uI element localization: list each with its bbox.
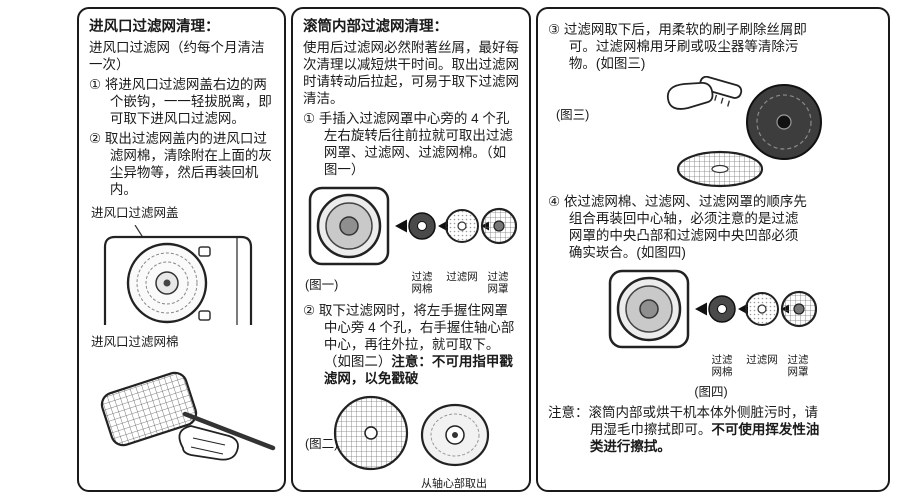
inlet-intro-text: 进风口过滤网（约每个月清洁一次） (89, 40, 265, 72)
drum-exploded-illustration-1 (308, 186, 517, 266)
hand-holding-filter-illustration (100, 371, 276, 461)
brush-handle (182, 411, 276, 451)
note-text: 滚筒内部或烘干机本体外侧脏污时，请用湿毛巾擦拭即可。 (588, 405, 819, 437)
drum-step-3: ③ 过滤网取下后，用柔软的刷子刷除丝屑即可。过滤网棉用牙刷或吸尘器等清除污物。(… (548, 22, 807, 71)
fig4-part-labels: 过滤网棉 过滤网 过滤网罩 (605, 354, 817, 381)
drum-step-2-warning: 注意：不可用指甲戳滤网，以免戳破 (323, 354, 513, 386)
drum-step-4: ④ 依过滤网棉、过滤网、过滤网罩的顺序先组合再装回中心轴，必须注意的是过滤网罩的… (548, 194, 807, 260)
hand (178, 425, 239, 461)
fig2-caption: (图二) (305, 436, 339, 451)
axis-pull-label: 从轴心部取出 (421, 478, 487, 490)
panel-drum-filter-cleaning: 滚筒内部过滤网清理： 使用后过滤网必然附著丝屑，最好每次清理以减短烘干时间。取出… (291, 7, 531, 492)
two-discs-figure: (图二) 从轴心部取出 (303, 391, 519, 490)
section-title-drum: 滚筒内部过滤网清理： (303, 19, 448, 35)
part-label-cotton: 过滤网棉 (411, 271, 433, 295)
inlet-cover-figure (89, 225, 274, 327)
snap-hook-2 (198, 310, 211, 321)
panel-steps-3-4: ③ 过滤网取下后，用柔软的刷子刷除丝屑即可。过滤网棉用牙刷或吸尘器等清除污物。(… (536, 7, 890, 492)
drum-intro-text: 使用后过滤网必然附著丝屑，最好每次清理以减短烘干时间。取出过滤网时请转动后拉起，… (303, 40, 519, 106)
drum-exploded-illustration-2 (608, 269, 817, 349)
drum-exploded-figure-1: (图一) 过滤网棉 过滤网 过滤网罩 (303, 182, 519, 298)
drum-exploded-figure-2: 过滤网棉 过滤网 过滤网罩 (图四) (548, 265, 874, 400)
two-discs-illustration (333, 395, 490, 471)
note-prefix: 注意： (548, 405, 589, 420)
fig1-part-labels: (图一) 过滤网棉 过滤网 过滤网罩 (305, 271, 517, 298)
drum-step-2-text: ② 取下过滤网时，将左手握住网罩中心旁 4 个孔，右手握住轴心部中心，再往外拉，… (303, 303, 515, 369)
inlet-cover-label: 进风口过滤网盖 (91, 206, 179, 220)
fig3-caption: (图三) (556, 108, 590, 122)
snap-hook (198, 246, 211, 257)
inlet-cotton-figure (89, 354, 276, 466)
bottom-note: 注意：滚筒内部或烘干机本体外侧脏污时，请用湿毛巾擦拭即可。不可使用挥发性油类进行… (548, 404, 828, 455)
arrow-left-icon (695, 302, 707, 316)
inlet-cotton-label: 进风口过滤网棉 (91, 335, 179, 349)
inlet-step-2: ② 取出过滤网盖内的进风口过滤网棉，清除附在上面的灰尘异物等，然后再装回机内。 (89, 131, 272, 197)
section-title-inlet: 进风口过滤网清理： (89, 19, 220, 35)
fig4-caption: (图四) (694, 385, 728, 399)
fig2-axis-label-row: 从轴心部取出 (321, 475, 501, 490)
panel-inlet-filter-cleaning: 进风口过滤网清理： 进风口过滤网（约每个月清洁一次） ① 将进风口过滤网盖右边的… (77, 7, 286, 492)
brush-cleaning-figure: (图三) (548, 76, 874, 190)
part-label-screen: 过滤网 (746, 354, 778, 366)
part-label-cotton: 过滤网棉 (711, 354, 733, 378)
part-label-screen: 过滤网 (446, 271, 478, 283)
note-warning: 不可使用挥发性油类进行擦拭。 (589, 422, 820, 454)
part-label-cover: 过滤网罩 (487, 271, 509, 295)
drum-step-2: ② 取下过滤网时，将左手握住网罩中心旁 4 个孔，右手握住轴心部中心，再往外拉，… (303, 302, 519, 387)
hand (666, 82, 714, 110)
part-label-cover: 过滤网罩 (787, 354, 809, 378)
filter-cotton-pad (100, 371, 198, 447)
arrow-left-icon (395, 219, 407, 233)
brush-cleaning-illustration (666, 76, 822, 188)
fig1-caption: (图一) (305, 278, 339, 292)
inlet-step-1: ① 将进风口过滤网盖右边的两个嵌钩，一一轻拔脱离，即可取下进风口过滤网。 (89, 77, 272, 126)
inlet-cover-illustration (103, 225, 253, 325)
drum-step-1: ① 手插入过滤网罩中心旁的 4 个孔左右旋转后往前拉就可取出过滤网罩、过滤网、过… (303, 111, 513, 177)
